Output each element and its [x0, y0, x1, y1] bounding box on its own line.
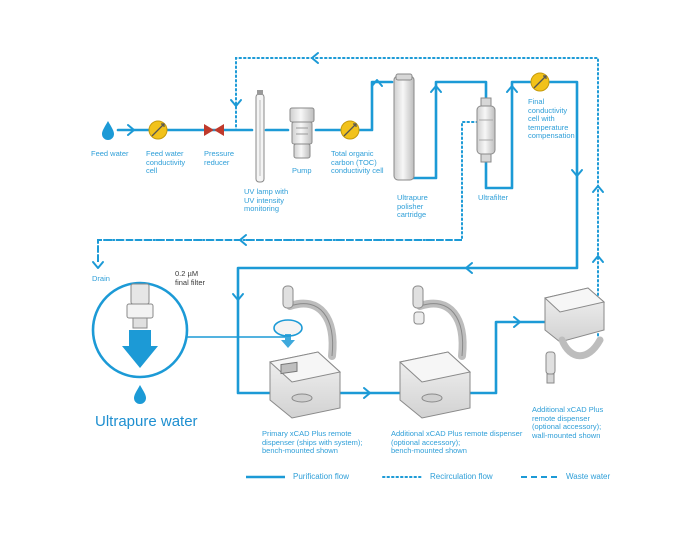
flow-toc-to-polisher: [358, 80, 394, 132]
flow-arrowheads: [127, 79, 583, 399]
additional-bench-dispenser-device: [398, 285, 472, 419]
additional-bench-dispenser-label: Additional xCAD Plus remote dispenser (o…: [391, 429, 523, 456]
pump-label: Pump: [292, 166, 312, 175]
arrow-feed: [127, 124, 135, 136]
pump-icon: [289, 107, 315, 159]
primary-dispenser-device: [268, 285, 342, 419]
arrow-loop-down: [232, 293, 244, 301]
arrow-loop-left: [465, 262, 473, 274]
uv-lamp-label: UV lamp with UV intensity monitoring: [244, 187, 289, 214]
feed-conductivity-sensor-icon: [148, 120, 168, 140]
final-conductivity-sensor-icon: [530, 72, 550, 92]
pressure-reducer-label: Pressure reducer: [204, 149, 235, 167]
toc-label: Total organic carbon (TOC) conductivity …: [331, 149, 384, 176]
pressure-reducer-valve-icon: [204, 124, 224, 136]
feed-water-drop-icon: [102, 121, 114, 140]
waste-arrow-drain: [92, 261, 104, 269]
additional-wall-dispenser-label: Additional xCAD Plus remote dispenser (o…: [532, 405, 604, 440]
final-filter-zoom: [91, 281, 285, 379]
flow-ultrafilter-to-final: [484, 80, 532, 190]
ultrafilter-icon: [476, 97, 496, 163]
ultrapure-water-label: Ultrapure water: [95, 413, 198, 430]
arrow-final-down: [571, 169, 583, 177]
output-arrow-icon: [122, 330, 158, 368]
feed-conductivity-label: Feed water conductivity cell: [146, 149, 186, 176]
legend-recirculation-label: Recirculation flow: [430, 472, 493, 481]
flow-final-cond-down: [236, 80, 579, 395]
recirc-arrowheads: [230, 52, 604, 263]
waste-arrowheads: [92, 234, 247, 269]
arrow-toc-to-polisher: [371, 79, 383, 87]
polisher-label: Ultrapure polisher cartridge: [397, 193, 428, 220]
legend-purification-label: Purification flow: [293, 472, 350, 481]
recirc-arrow-top: [311, 52, 319, 64]
toc-conductivity-sensor-icon: [340, 120, 360, 140]
drain-label: Drain: [92, 274, 110, 283]
ultrapure-water-drop-icon: [134, 385, 146, 404]
flow-polisher-to-ultrafilter: [410, 80, 488, 180]
final-filter-label: 0.2 µM final filter: [175, 269, 206, 287]
recirc-top-loop: [235, 57, 599, 341]
arrow-ultrafilter-up: [506, 85, 518, 93]
final-conductivity-label: Final conductivity cell with temperature…: [528, 97, 575, 141]
recirc-arrow-up: [592, 185, 604, 193]
waste-to-drain: [97, 239, 462, 264]
primary-dispenser-label: Primary xCAD Plus remote dispenser (ship…: [262, 429, 363, 456]
uv-lamp-icon: [255, 90, 265, 183]
legend-waste-label: Waste water: [566, 472, 611, 481]
waste-flow-lines: [97, 239, 462, 264]
recirc-arrow-up2: [592, 255, 604, 263]
arrow-to-wall: [513, 316, 521, 328]
arrow-to-additional: [363, 387, 371, 399]
arrow-polisher-up: [430, 85, 442, 93]
feed-water-label: Feed water: [91, 149, 129, 158]
waste-arrow-left: [239, 234, 247, 246]
additional-wall-dispenser-device: [543, 287, 606, 384]
recirc-arrow-down: [230, 99, 242, 107]
flow-additional-to-wall: [458, 320, 547, 395]
polisher-cartridge-icon: [393, 73, 415, 181]
ultrafilter-label: Ultrafilter: [478, 193, 509, 202]
